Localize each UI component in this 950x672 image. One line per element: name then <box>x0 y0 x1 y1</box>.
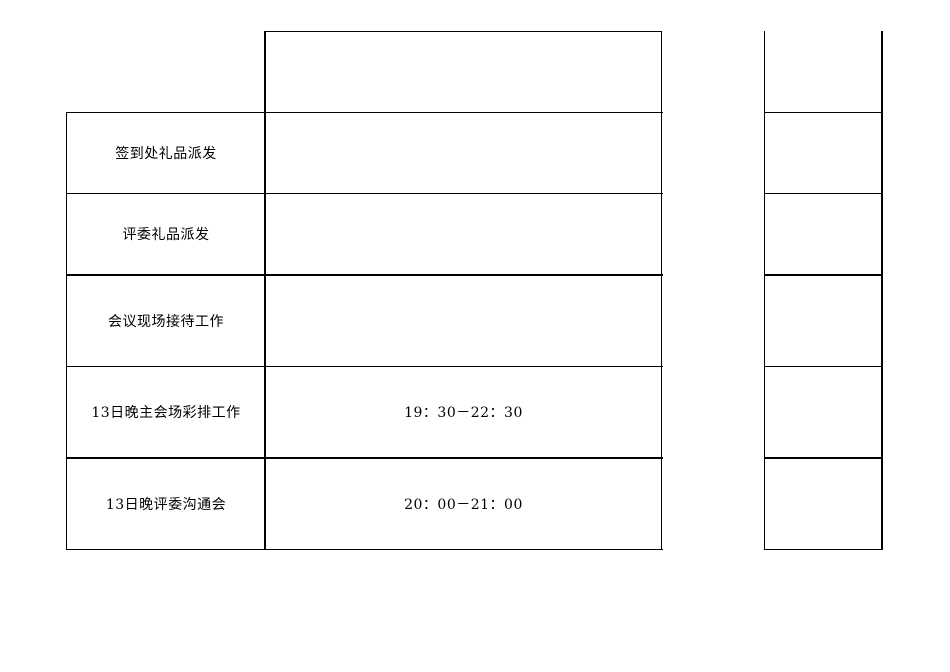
grid-line <box>764 274 883 276</box>
time-text: 19：30－22：30 <box>404 405 523 421</box>
table-row <box>67 32 265 112</box>
grid-line <box>265 31 662 32</box>
grid-line <box>764 31 765 550</box>
time-cell: 19：30－22：30 <box>266 367 661 457</box>
grid-line <box>764 366 883 367</box>
grid-line <box>66 112 67 549</box>
time-cell <box>266 194 661 274</box>
grid-line <box>66 112 663 113</box>
time-cell <box>266 276 661 366</box>
grid-line <box>66 457 663 459</box>
grid-line <box>764 457 883 459</box>
task-cell: 13日晚主会场彩排工作 <box>91 405 241 421</box>
grid-line <box>764 193 883 194</box>
table-row: 签到处礼品派发 <box>67 113 265 193</box>
grid-line <box>661 31 662 550</box>
grid-line <box>764 112 883 113</box>
time-text: 20：00－21：00 <box>404 497 523 513</box>
grid-line <box>881 31 883 550</box>
grid-line <box>66 549 663 550</box>
table-row: 会议现场接待工作 <box>67 276 265 366</box>
table-row: 13日晚评委沟通会 <box>67 459 265 549</box>
task-cell: 评委礼品派发 <box>122 227 210 243</box>
grid-line <box>66 274 663 276</box>
table-row: 13日晚主会场彩排工作 <box>67 367 265 457</box>
grid-line <box>66 193 663 194</box>
task-cell: 13日晚评委沟通会 <box>105 497 227 513</box>
task-cell: 签到处礼品派发 <box>115 146 217 162</box>
time-cell <box>266 32 661 112</box>
table-row: 评委礼品派发 <box>67 194 265 274</box>
time-cell: 20：00－21：00 <box>266 459 661 549</box>
time-cell <box>266 113 661 193</box>
grid-line <box>264 31 266 550</box>
task-cell: 会议现场接待工作 <box>108 314 224 330</box>
grid-line <box>764 549 883 550</box>
grid-line <box>66 366 663 367</box>
